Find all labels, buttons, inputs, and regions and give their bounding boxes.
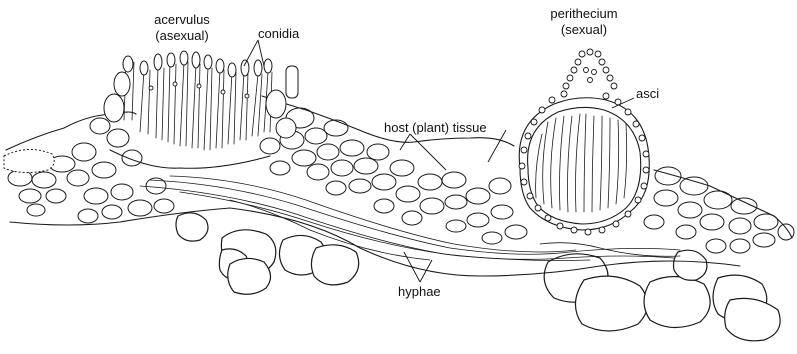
label-conidia: conidia [258, 26, 300, 41]
label-perithecium: perithecium [550, 6, 617, 21]
label-asci: asci [636, 86, 659, 101]
label-hyphae: hyphae [398, 284, 441, 299]
perithecium [519, 49, 649, 235]
host-lower-outline [10, 208, 740, 276]
label-acervulus: acervulus [154, 12, 210, 27]
host-cells-left [4, 118, 174, 223]
label-perithecium-sub: (sexual) [561, 22, 607, 37]
label-acervulus-sub: (asexual) [155, 28, 208, 43]
host-cells-right [644, 167, 794, 253]
label-host-tissue: host (plant) tissue [384, 120, 487, 135]
